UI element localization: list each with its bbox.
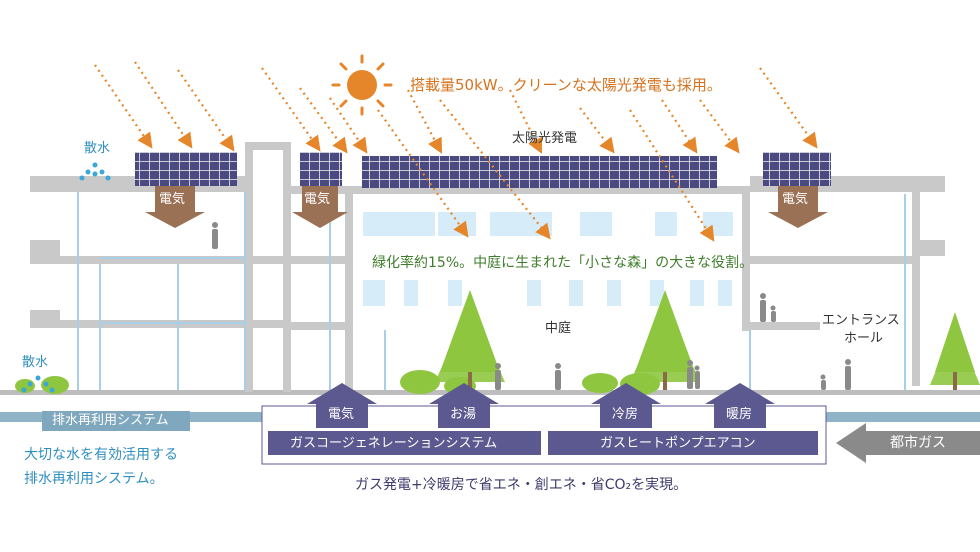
sprinkler-top-label: 散水 <box>84 141 111 156</box>
output-heating-label: 暖房 <box>726 407 753 422</box>
energy-caption: ガス発電+冷暖房で省エネ・創エネ・省CO₂を実現。 <box>355 477 688 493</box>
sun-icon <box>331 54 393 116</box>
electricity-label: 電気 <box>782 192 809 207</box>
electricity-arrows <box>145 186 828 228</box>
electricity-label: 電気 <box>304 192 331 207</box>
water-caption-1: 大切な水を有効活用する <box>24 447 178 463</box>
trees <box>15 290 980 395</box>
sprinkler-icon <box>21 162 111 393</box>
heat-pump-label: ガスヒートポンプエアコン <box>600 436 756 451</box>
greenery-headline: 緑化率約15%。中庭に生まれた「小さな森」の大きな役割。 <box>372 255 754 271</box>
courtyard-label: 中庭 <box>545 321 572 336</box>
sun-rays <box>94 61 818 242</box>
entrance-label-1: エントランス <box>822 313 900 328</box>
cogeneration-box <box>268 431 541 455</box>
water-ducts <box>77 192 906 390</box>
ground-line <box>0 390 980 395</box>
solar-panel-label: 太陽光発電 <box>512 131 578 146</box>
city-gas-label: 都市ガス <box>890 435 946 451</box>
solar-panels <box>135 152 831 188</box>
heat-pump-box <box>548 431 818 455</box>
output-hot-water-label: お湯 <box>450 407 477 422</box>
entrance-label-2: ホール <box>844 331 884 346</box>
output-electricity-label: 電気 <box>328 407 355 422</box>
output-cooling-label: 冷房 <box>612 407 639 422</box>
solar-headline: 搭載量50kW。クリーンな太陽光発電も採用。 <box>410 76 722 94</box>
cogeneration-label: ガスコージェネレーションシステム <box>290 436 498 451</box>
sprinkler-bottom-label: 散水 <box>22 355 49 370</box>
electricity-label: 電気 <box>159 192 186 207</box>
water-system-label: 排水再利用システム <box>52 413 169 428</box>
energy-output-arrows <box>307 383 775 428</box>
water-system-box <box>42 411 190 431</box>
water-caption-2: 排水再利用システム。 <box>24 471 164 487</box>
city-gas-arrow <box>836 423 980 463</box>
people <box>212 222 851 390</box>
